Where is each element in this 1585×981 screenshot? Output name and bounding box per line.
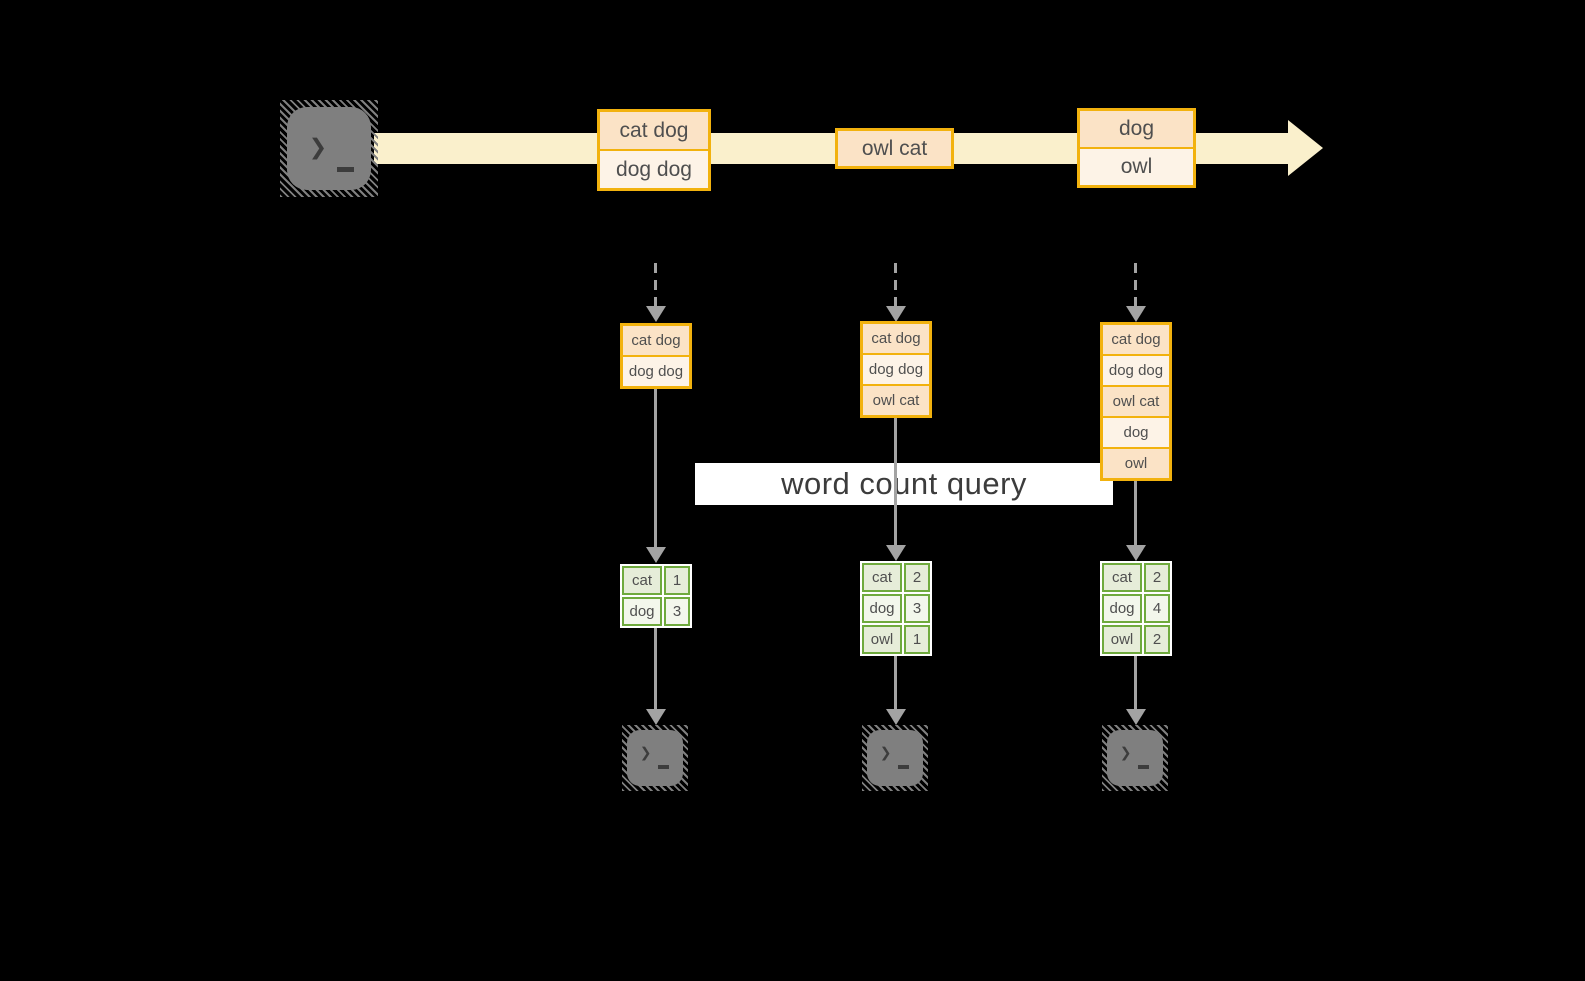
word-cell: owl bbox=[862, 625, 902, 654]
word-cell: owl bbox=[1102, 625, 1142, 654]
batch-row: dog dog bbox=[600, 149, 708, 188]
word-cell: dog bbox=[622, 597, 662, 626]
count-row: dog 3 bbox=[862, 594, 930, 623]
query-arrowhead-3 bbox=[1126, 545, 1146, 561]
state-box-3: cat dog dog dog owl cat dog owl bbox=[1100, 322, 1172, 481]
sink-terminal-1: ❯ bbox=[622, 725, 688, 791]
prompt-cursor-icon bbox=[337, 167, 354, 172]
query-arrowhead-1 bbox=[646, 547, 666, 563]
sink-terminal-3: ❯ bbox=[1102, 725, 1168, 791]
count-table-2: cat 2 dog 3 owl 1 bbox=[860, 561, 932, 656]
prompt-chevron-icon: ❯ bbox=[1120, 742, 1132, 764]
prompt-cursor-icon bbox=[658, 765, 669, 769]
dashed-arrowhead-2 bbox=[886, 306, 906, 322]
dashed-arrow-1 bbox=[654, 263, 657, 306]
terminal-prompt-icon: ❯ bbox=[1107, 730, 1163, 786]
state-row: cat dog bbox=[1103, 325, 1169, 354]
count-table-1: cat 1 dog 3 bbox=[620, 564, 692, 628]
value-cell: 2 bbox=[1144, 563, 1170, 592]
count-row: owl 2 bbox=[1102, 625, 1170, 654]
terminal-prompt-icon: ❯ bbox=[627, 730, 683, 786]
query-banner: word count query bbox=[695, 463, 1113, 505]
count-row: cat 2 bbox=[862, 563, 930, 592]
count-table-3: cat 2 dog 4 owl 2 bbox=[1100, 561, 1172, 656]
word-cell: dog bbox=[1102, 594, 1142, 623]
batch-row: cat dog bbox=[600, 112, 708, 149]
output-arrow-1 bbox=[654, 628, 657, 709]
value-cell: 3 bbox=[664, 597, 690, 626]
word-cell: dog bbox=[862, 594, 902, 623]
stream-arrowhead bbox=[1288, 120, 1323, 176]
value-cell: 2 bbox=[1144, 625, 1170, 654]
count-row: cat 1 bbox=[622, 566, 690, 595]
state-box-2: cat dog dog dog owl cat bbox=[860, 321, 932, 418]
word-cell: cat bbox=[1102, 563, 1142, 592]
output-arrow-2 bbox=[894, 656, 897, 709]
count-row: dog 3 bbox=[622, 597, 690, 626]
state-row: owl cat bbox=[1103, 385, 1169, 416]
sink-terminal-2: ❯ bbox=[862, 725, 928, 791]
source-terminal: ❯ bbox=[280, 100, 378, 197]
value-cell: 1 bbox=[664, 566, 690, 595]
prompt-cursor-icon bbox=[898, 765, 909, 769]
output-arrow-3 bbox=[1134, 656, 1137, 709]
dashed-arrowhead-1 bbox=[646, 306, 666, 322]
state-row: owl cat bbox=[863, 384, 929, 415]
query-label: word count query bbox=[781, 466, 1027, 501]
output-arrowhead-2 bbox=[886, 709, 906, 725]
value-cell: 2 bbox=[904, 563, 930, 592]
word-cell: cat bbox=[622, 566, 662, 595]
dashed-arrow-3 bbox=[1134, 263, 1137, 306]
terminal-prompt-icon: ❯ bbox=[287, 107, 371, 190]
dashed-arrow-2 bbox=[894, 263, 897, 306]
batch-row: dog bbox=[1080, 111, 1193, 147]
prompt-chevron-icon: ❯ bbox=[880, 742, 892, 764]
batch-row: owl cat bbox=[838, 131, 951, 166]
state-box-1: cat dog dog dog bbox=[620, 323, 692, 389]
count-row: owl 1 bbox=[862, 625, 930, 654]
prompt-chevron-icon: ❯ bbox=[309, 130, 328, 165]
prompt-cursor-icon bbox=[1138, 765, 1149, 769]
output-arrowhead-1 bbox=[646, 709, 666, 725]
query-arrow-3 bbox=[1134, 481, 1137, 545]
state-row: dog dog bbox=[1103, 354, 1169, 385]
count-row: cat 2 bbox=[1102, 563, 1170, 592]
word-cell: cat bbox=[862, 563, 902, 592]
state-row: owl bbox=[1103, 447, 1169, 478]
state-row: dog dog bbox=[863, 353, 929, 384]
state-row: dog bbox=[1103, 416, 1169, 447]
dashed-arrowhead-3 bbox=[1126, 306, 1146, 322]
query-arrowhead-2 bbox=[886, 545, 906, 561]
value-cell: 1 bbox=[904, 625, 930, 654]
stream-batch-3: dog owl bbox=[1077, 108, 1196, 188]
stream-batch-1: cat dog dog dog bbox=[597, 109, 711, 191]
state-row: dog dog bbox=[623, 355, 689, 386]
stream-batch-2: owl cat bbox=[835, 128, 954, 169]
state-row: cat dog bbox=[623, 326, 689, 355]
value-cell: 4 bbox=[1144, 594, 1170, 623]
query-arrow-1 bbox=[654, 389, 657, 547]
batch-row: owl bbox=[1080, 147, 1193, 185]
value-cell: 3 bbox=[904, 594, 930, 623]
state-row: cat dog bbox=[863, 324, 929, 353]
prompt-chevron-icon: ❯ bbox=[640, 742, 652, 764]
terminal-prompt-icon: ❯ bbox=[867, 730, 923, 786]
count-row: dog 4 bbox=[1102, 594, 1170, 623]
query-arrow-2 bbox=[894, 418, 897, 545]
output-arrowhead-3 bbox=[1126, 709, 1146, 725]
